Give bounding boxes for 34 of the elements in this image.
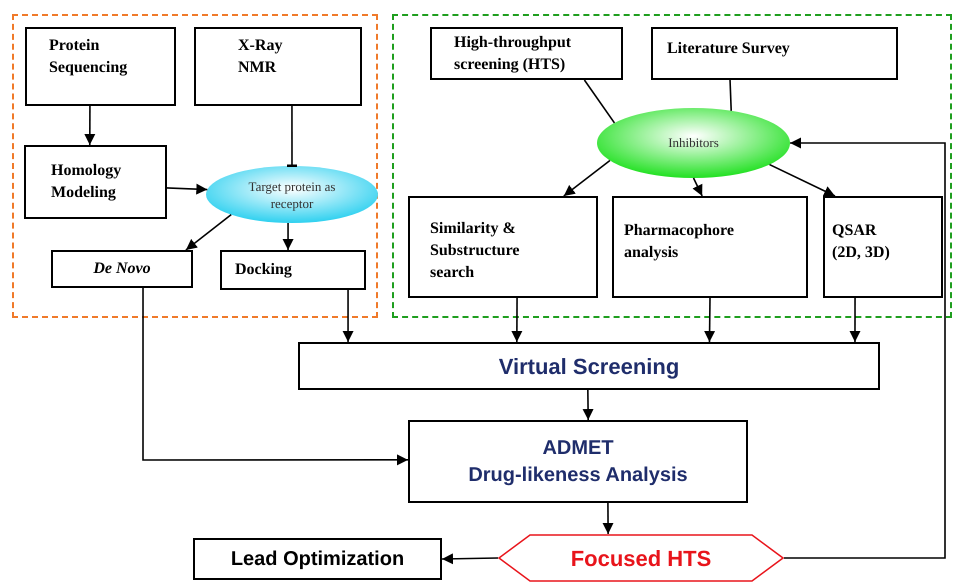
arrow bbox=[84, 106, 96, 145]
arrow bbox=[692, 178, 703, 196]
process-box: ADMET Drug-likeness Analysis bbox=[408, 420, 748, 503]
process-box: De Novo bbox=[51, 250, 193, 288]
dashed-group-frame bbox=[392, 14, 952, 318]
arrow bbox=[282, 223, 294, 250]
process-box: Virtual Screening bbox=[298, 342, 880, 390]
process-box: High-throughput screening (HTS) bbox=[430, 27, 623, 80]
arrow bbox=[142, 288, 408, 466]
process-box: Pharmacophore analysis bbox=[612, 196, 808, 298]
arrow bbox=[166, 184, 208, 195]
process-box: QSAR (2D, 3D) bbox=[823, 196, 943, 298]
arrow bbox=[769, 164, 836, 197]
arrow bbox=[185, 214, 232, 251]
arrow bbox=[850, 298, 860, 342]
process-box: Homology Modeling bbox=[24, 145, 167, 219]
arrow bbox=[511, 298, 522, 342]
process-box: X-Ray NMR bbox=[194, 27, 362, 106]
process-box: Protein Sequencing bbox=[25, 27, 176, 106]
arrow bbox=[442, 553, 498, 564]
target-ellipse: Target protein as receptor bbox=[206, 166, 378, 223]
inhibitors-ellipse: Inhibitors bbox=[597, 108, 790, 178]
decision-hexagon: Focused HTS bbox=[498, 534, 784, 582]
arrow bbox=[582, 390, 594, 420]
dashed-group-frame bbox=[12, 14, 378, 318]
arrow bbox=[563, 160, 610, 197]
arrow bbox=[784, 138, 946, 559]
arrow bbox=[704, 298, 716, 342]
process-box: Literature Survey bbox=[651, 27, 898, 80]
arrow bbox=[602, 503, 614, 534]
arrow bbox=[342, 290, 354, 342]
process-box: Similarity & Substructure search bbox=[408, 196, 598, 298]
process-box: Docking bbox=[220, 250, 366, 290]
process-box: Lead Optimization bbox=[193, 538, 442, 580]
